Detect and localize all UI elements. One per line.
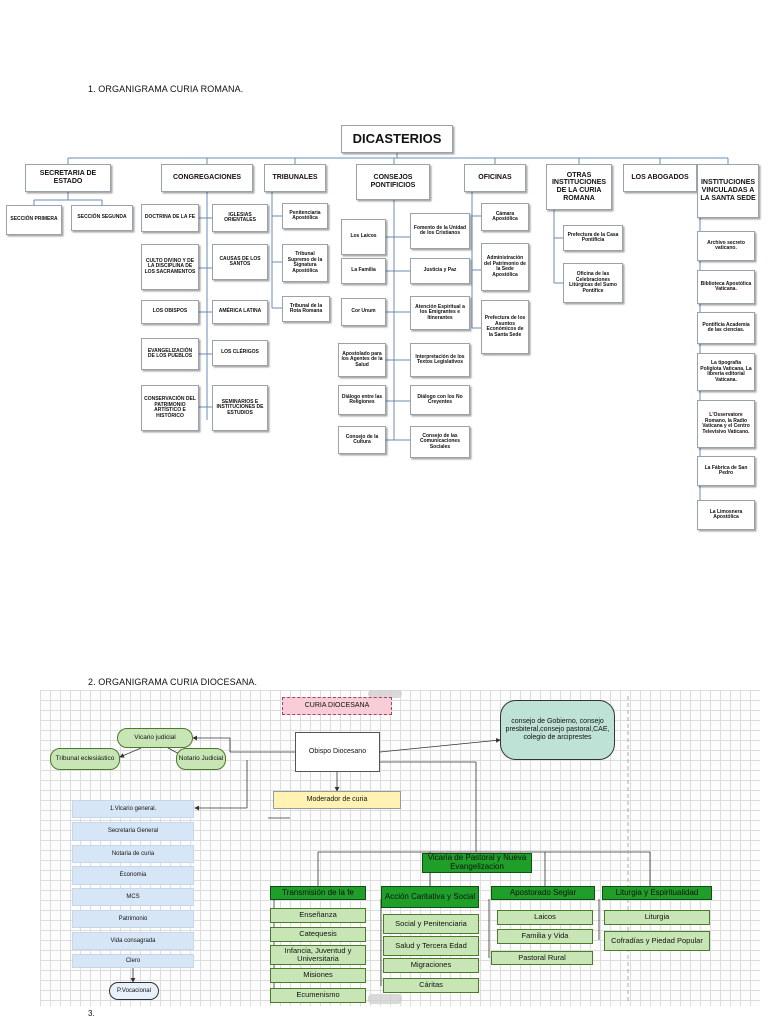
node-seccion-segunda: SECCIÓN SEGUNDA (71, 205, 133, 231)
cons-right-6: Consejo de las Comunicaciones Sociales (410, 426, 470, 458)
area-4-item-2: Cofradías y Piedad Popular (604, 931, 710, 951)
cons-right-1: Fomento de la Unidad de los Cristianos (410, 213, 470, 249)
cong-right-1: IGLESIAS ORIENTALES (212, 204, 268, 232)
area-1-item-2: Catequesis (270, 927, 366, 942)
trib-item-2: Tribunal Supremo de la Signatura Apostól… (282, 244, 328, 282)
cons-left-6: Consejo de la Cultura (338, 426, 386, 454)
node-vinculadas: INSTITUCIONES VINCULADAS A LA SANTA SEDE (697, 164, 759, 218)
left-list-3: Notaria de curia (72, 845, 194, 863)
vinc-item-2: Biblioteca Apostólica Vaticana. (697, 270, 755, 304)
left-list-8: Clero (72, 954, 194, 968)
cong-right-3: AMÉRICA LATINA (212, 300, 268, 324)
area-2-title: Acción Caritativa y Social (381, 886, 479, 908)
cong-left-5: CONSERVACIÓN DEL PATRIMONIO ARTÍSTICO E … (141, 385, 199, 431)
node-tribunal: Tribunal eclesiástico (50, 748, 120, 770)
cons-left-2: La Familia (341, 258, 386, 284)
heading-curia-romana: 1. ORGANIGRAMA CURIA ROMANA. (88, 84, 244, 94)
left-list-6: Patrimonio (72, 910, 194, 928)
vinc-item-6: La Fábrica de San Pedro (697, 456, 755, 486)
node-vicaria: Vicaria de Pastoral y Nueva Evangelizaci… (422, 853, 532, 873)
trib-item-3: Tribunal de la Rota Romana (282, 296, 330, 322)
area-1-item-1: Enseñanza (270, 908, 366, 923)
cons-right-3: Atención Espiritual a los Emigrantes e I… (410, 296, 470, 330)
cons-left-1: Los Laicos (341, 219, 386, 255)
node-tribunales: TRIBUNALES (264, 164, 326, 192)
node-obispo: Obispo Diocesano (295, 732, 380, 772)
cong-left-2: CULTO DIVINO Y DE LA DISCIPLINA DE LOS S… (141, 244, 199, 290)
cons-right-4: Interpretación de los Textos Legislativo… (410, 343, 470, 377)
vinc-item-5: L'Osservatore Romano, la Radio Vaticana … (697, 400, 755, 448)
of-item-2: Administración del Patrimonio de la Sede… (481, 243, 529, 291)
node-curia-diocesana: CURIA DIOCESANA (282, 697, 392, 715)
node-seccion-primera: SECCIÓN PRIMERA (6, 205, 62, 235)
node-dicasterios: DICASTERIOS (341, 125, 453, 153)
heading-curia-diocesana: 2. ORGANIGRAMA CURIA DIOCESANA. (88, 677, 258, 687)
left-list-7: Vida consagrada (72, 932, 194, 950)
canvas-tab-top (368, 690, 402, 698)
cong-left-3: LOS OBISPOS (141, 300, 199, 324)
node-congregaciones: CONGREGACIONES (161, 164, 253, 192)
canvas-tab-bottom (368, 994, 402, 1004)
left-list-5: MCS (72, 888, 194, 906)
cong-left-4: EVANGELIZACIÓN DE LOS PUEBLOS (141, 338, 199, 370)
node-oficinas: OFICINAS (464, 164, 526, 192)
cong-right-2: CAUSAS DE LOS SANTOS (212, 244, 268, 280)
cong-right-5: SEMINARIOS E INSTITUCIONES DE ESTUDIOS (212, 385, 268, 431)
node-abogados: LOS ABOGADOS (623, 164, 697, 192)
area-3-item-3: Pastoral Rural (491, 951, 593, 965)
node-notario: Notario Judicial (176, 748, 226, 770)
area-2-item-3: Migraciones (383, 958, 479, 973)
node-vicario-judicial: Vicario judicial (117, 728, 193, 748)
area-2-item-2: Salud y Tercera Edad (383, 936, 479, 956)
vinc-item-3: Pontificia Academia de las ciencias. (697, 312, 755, 344)
cons-left-5: Diálogo entre las Religiones (338, 385, 386, 415)
area-3-item-2: Familia y Vida (497, 929, 593, 944)
area-3-item-1: Laicos (497, 910, 593, 925)
otras-item-2: Oficina de las Celebraciones Litúrgicas … (563, 263, 623, 303)
area-3-title: Apostorado Seglar (491, 886, 595, 900)
heading-3: 3. (88, 1009, 95, 1018)
cons-left-3: Cor Unum (341, 298, 386, 326)
area-1-item-3: Infancia, Juventud y Universitaria (270, 945, 366, 965)
node-otras: OTRAS INSTITUCIONES DE LA CURIA ROMANA (546, 164, 612, 210)
node-moderador: Moderador de curia (273, 791, 401, 809)
cons-left-4: Apostolado para los Agentes de la Salud (338, 343, 386, 377)
area-2-item-4: Cáritas (383, 978, 479, 993)
cons-right-2: Justicia y Paz (410, 258, 470, 284)
area-1-item-5: Ecumenismo (270, 988, 366, 1003)
left-list-2: Secretaria General (72, 822, 194, 841)
trib-item-1: Penitenciaria Apostólica (282, 203, 328, 229)
vinc-item-4: La tipografía Políglota Vaticana, La lib… (697, 353, 755, 391)
of-item-1: Cámara Apostólica (481, 203, 529, 231)
cons-right-5: Diálogo con los No Creyentes (410, 385, 470, 415)
node-consejos: CONSEJOS PONTIFICIOS (356, 164, 430, 200)
vinc-item-1: Archivo secreto vaticano. (697, 231, 755, 261)
node-vocacional: P.Vocacional (109, 982, 159, 1000)
otras-item-1: Prefectura de la Casa Pontificia (563, 225, 623, 251)
node-secretaria: SECRETARIA DE ESTADO (25, 164, 111, 192)
node-consejos: consejo de Gobierno, consejo presbiteral… (500, 700, 615, 760)
area-4-item-1: Liturgia (604, 910, 710, 925)
area-4-title: Liturgia y Espiritualidad (602, 886, 712, 900)
area-1-title: Transmisión de la fe (270, 886, 366, 900)
cong-right-4: LOS CLÉRIGOS (212, 340, 268, 366)
of-item-3: Prefectura de los Asuntos Económicos de … (481, 300, 529, 354)
left-list-4: Economia (72, 866, 194, 885)
vinc-item-7: La Limosnera Apostólica (697, 500, 755, 530)
cong-left-1: DOCTRINA DE LA FE (141, 204, 199, 232)
area-2-item-1: Social y Penitenciaria (383, 914, 479, 934)
left-list-1: 1.Vicario general. (72, 800, 194, 818)
area-1-item-4: Misiones (270, 968, 366, 983)
